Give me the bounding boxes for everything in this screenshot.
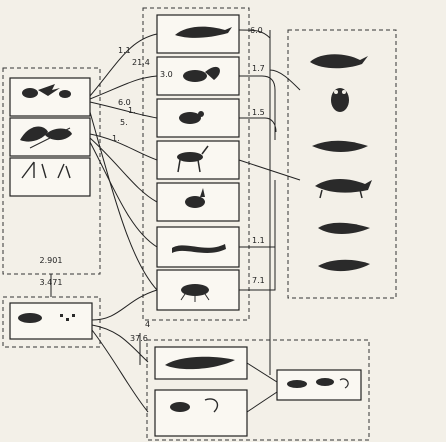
ratio-line-3: 3.471 [39, 278, 63, 287]
flow-value: 4 [145, 320, 151, 329]
flow-value: 7.1 [252, 276, 265, 285]
flow-value: 1.1 [118, 46, 131, 55]
detritus-box-2 [154, 389, 248, 437]
plant-box-3 [9, 157, 91, 197]
flow-value: 1. [128, 106, 136, 115]
flow-value: 21.4 [132, 58, 150, 67]
rodent-icon [179, 111, 204, 124]
connection-lines [50, 29, 301, 413]
shrew-icon [318, 222, 370, 234]
flow-value: 1.7 [252, 64, 265, 73]
herbivore-label-2: 3.0 [160, 70, 173, 79]
flow-value: 5. [120, 118, 128, 127]
plant-seed-icon [22, 84, 71, 98]
flow-value: 1.5 [252, 108, 265, 117]
squirrel-icon [183, 66, 220, 82]
larva-icon [165, 356, 235, 370]
worm-icon [172, 244, 226, 253]
ratio-line-1: 2.901 [39, 256, 63, 265]
herbivore-group-frame [142, 7, 250, 321]
plant-leaf-icon [20, 126, 72, 149]
hare-icon [185, 188, 205, 208]
decomposer-icon [287, 378, 349, 389]
wolf-icon [315, 179, 372, 199]
mite-icon [170, 398, 219, 413]
wood-tissue-icon [21, 161, 71, 179]
soil-organism-icon [18, 313, 75, 323]
flow-value: 1. [112, 134, 120, 143]
plant-box-1 [9, 77, 91, 117]
carnivore-group-frame [287, 29, 397, 299]
insect-icon [180, 284, 210, 302]
flow-value: 37.6 [130, 334, 148, 343]
bird-icon [175, 26, 232, 38]
soil-group-frame [2, 296, 101, 348]
weasel-icon [312, 140, 368, 152]
owl-icon [331, 88, 349, 112]
flow-value: 1.1 [252, 236, 265, 245]
flow-value: 6.0 [118, 98, 131, 107]
predator-icon [318, 259, 370, 272]
herbivore-box-6 [156, 226, 240, 268]
deer-icon [177, 145, 209, 173]
flow-value: 6.0 [250, 26, 263, 35]
fox-icon [310, 54, 368, 69]
